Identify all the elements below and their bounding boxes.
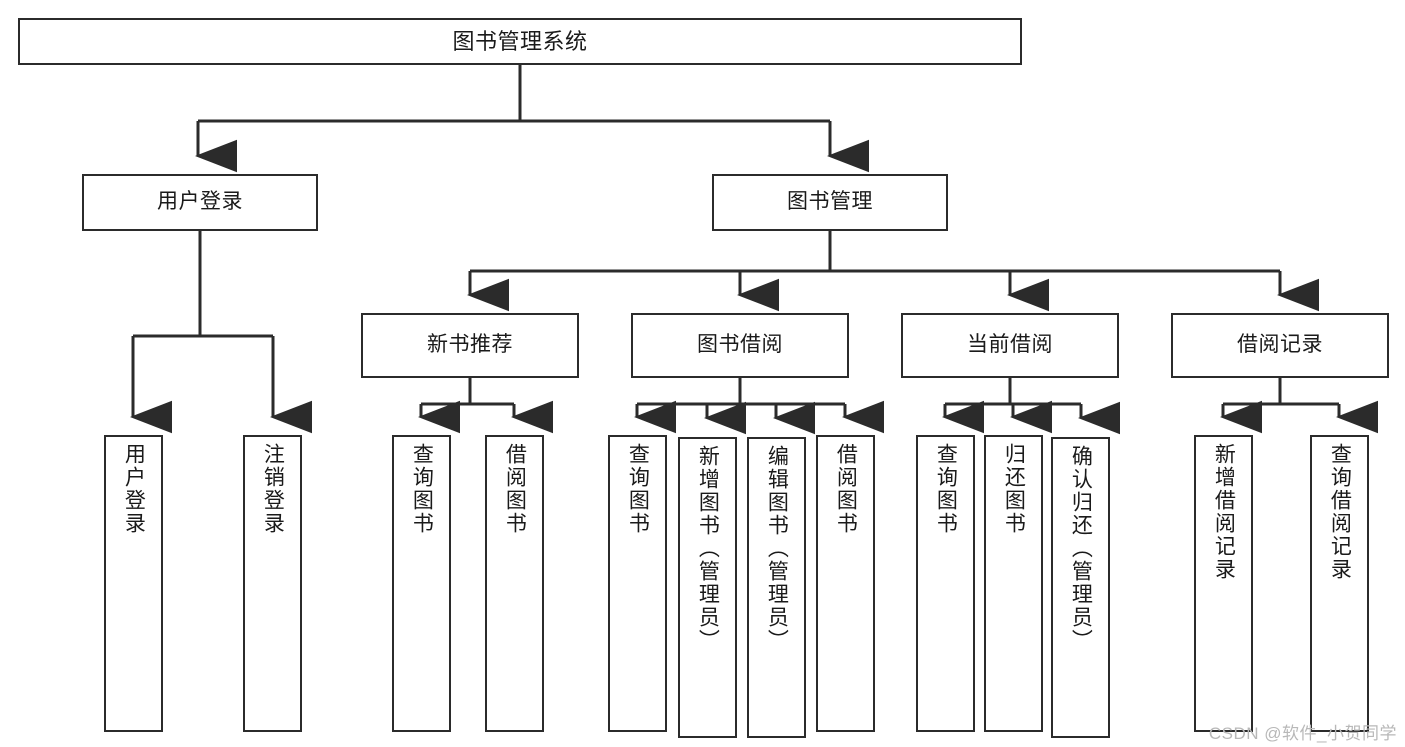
node-leaf-edit-book-label: 编辑图书（管理员） [765,445,789,652]
node-leaf-borrow-book-2-label: 借阅图书 [834,443,858,535]
node-leaf-query-book-1[interactable]: 查询图书 [392,435,451,732]
node-user-login-label: 用户登录 [157,190,243,214]
node-leaf-add-book-label: 新增图书（管理员） [696,445,720,652]
node-leaf-edit-book[interactable]: 编辑图书（管理员） [747,437,806,738]
node-root[interactable]: 图书管理系统 [18,18,1022,65]
node-leaf-add-book[interactable]: 新增图书（管理员） [678,437,737,738]
node-borrow-record[interactable]: 借阅记录 [1171,313,1389,378]
node-leaf-query-book-2-label: 查询图书 [626,443,650,535]
node-new-book-rec-label: 新书推荐 [427,333,513,357]
node-current-borrow[interactable]: 当前借阅 [901,313,1119,378]
node-leaf-query-book-3[interactable]: 查询图书 [916,435,975,732]
node-leaf-user-login[interactable]: 用户登录 [104,435,163,732]
node-leaf-add-record-label: 新增借阅记录 [1212,443,1236,581]
node-borrow-record-label: 借阅记录 [1237,333,1323,357]
node-book-manage[interactable]: 图书管理 [712,174,948,231]
node-leaf-query-record-label: 查询借阅记录 [1328,443,1352,581]
node-leaf-confirm-return-label: 确认归还（管理员） [1069,445,1093,652]
node-leaf-add-record[interactable]: 新增借阅记录 [1194,435,1253,732]
node-leaf-query-book-2[interactable]: 查询图书 [608,435,667,732]
node-leaf-query-book-1-label: 查询图书 [410,443,434,535]
csdn-watermark: CSDN @软件_小贺同学 [1208,724,1397,743]
node-leaf-logout-label: 注销登录 [261,443,285,535]
node-leaf-borrow-book-1[interactable]: 借阅图书 [485,435,544,732]
node-user-login[interactable]: 用户登录 [82,174,318,231]
node-book-borrow[interactable]: 图书借阅 [631,313,849,378]
node-leaf-borrow-book-1-label: 借阅图书 [503,443,527,535]
node-leaf-return-book-label: 归还图书 [1002,443,1026,535]
node-leaf-return-book[interactable]: 归还图书 [984,435,1043,732]
node-leaf-borrow-book-2[interactable]: 借阅图书 [816,435,875,732]
node-leaf-query-record[interactable]: 查询借阅记录 [1310,435,1369,732]
node-leaf-user-login-label: 用户登录 [122,443,146,535]
node-leaf-confirm-return[interactable]: 确认归还（管理员） [1051,437,1110,738]
node-book-manage-label: 图书管理 [787,190,873,214]
node-leaf-logout[interactable]: 注销登录 [243,435,302,732]
node-book-borrow-label: 图书借阅 [697,333,783,357]
node-leaf-query-book-3-label: 查询图书 [934,443,958,535]
node-new-book-rec[interactable]: 新书推荐 [361,313,579,378]
node-current-borrow-label: 当前借阅 [967,333,1053,357]
node-root-label: 图书管理系统 [452,28,588,54]
